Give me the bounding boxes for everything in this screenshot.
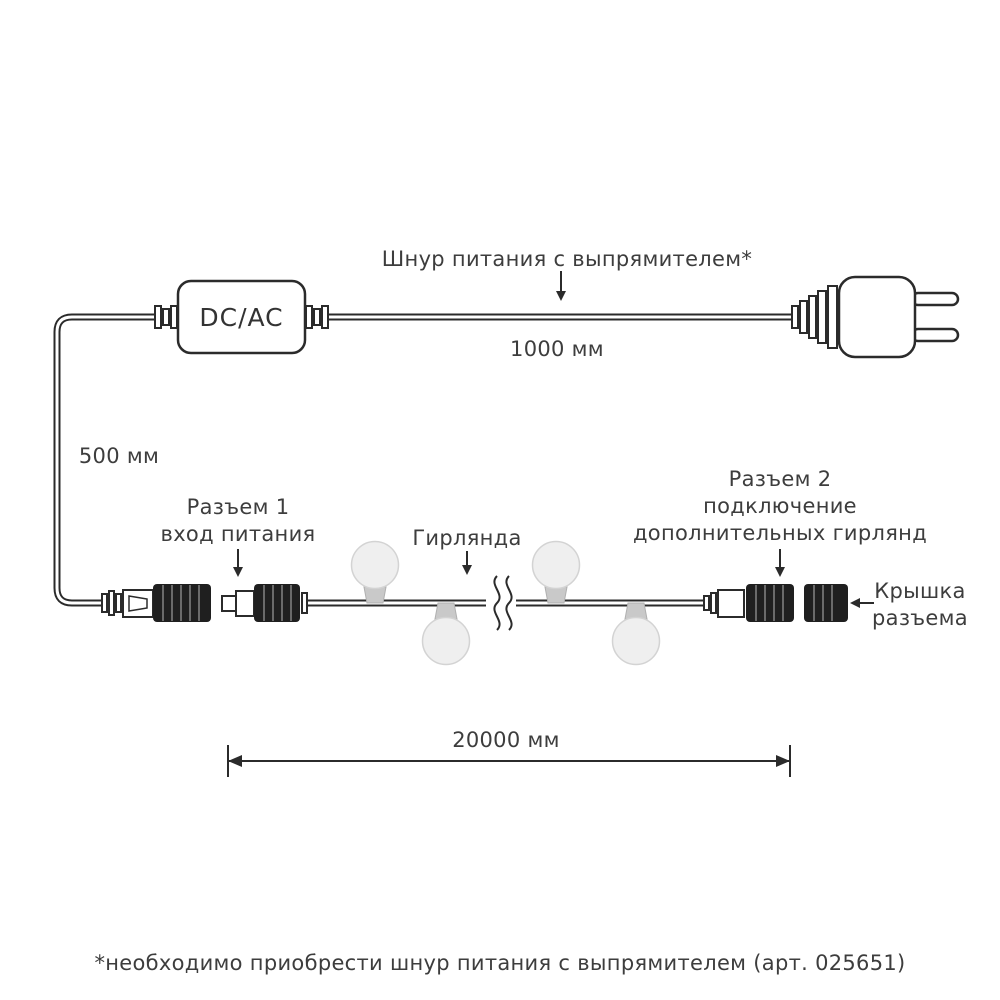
connector1-label-line2: вход питания xyxy=(160,522,316,546)
drop-cable xyxy=(53,313,157,607)
connector1-label: Разъем 1 вход питания xyxy=(118,494,358,548)
connector1-label-line1: Разъем 1 xyxy=(186,495,290,519)
power-input-connector xyxy=(101,584,211,622)
garland-input-plug xyxy=(221,584,308,622)
power-plug xyxy=(791,275,960,359)
connector-cap xyxy=(804,584,848,622)
connector2-label: Разъем 2 подключение дополнительных гирл… xyxy=(620,466,940,547)
garland-length-label: 20000 мм xyxy=(452,728,560,752)
bulb-down-2 xyxy=(611,602,661,666)
footnote: *необходимо приобрести шнур питания с вы… xyxy=(94,951,906,975)
garland-dimension-line xyxy=(227,745,791,777)
connector2-label-line2: подключение xyxy=(703,494,857,518)
connector2-label-line1: Разъем 2 xyxy=(728,467,832,491)
connector2-arrow xyxy=(775,549,785,577)
adapter-box xyxy=(154,279,329,355)
garland-label: Гирлянда xyxy=(412,526,522,550)
garland-arrow xyxy=(462,551,472,575)
bulb-up-1 xyxy=(350,540,400,604)
bulb-up-2 xyxy=(531,540,581,604)
wire-break-icon xyxy=(486,575,516,631)
power-cord-length-label: 1000 мм xyxy=(510,337,604,361)
connector2-assembly xyxy=(703,584,794,622)
cap-label-line1: Крышка xyxy=(874,579,966,603)
cap-arrow xyxy=(850,598,874,608)
power-cord-arrow xyxy=(556,271,566,301)
cap-label-line2: разъема xyxy=(872,606,968,630)
connector1-arrow xyxy=(233,549,243,577)
connector2-label-line3: дополнительных гирлянд xyxy=(632,521,928,545)
power-cord-label: Шнур питания с выпрямителем* xyxy=(381,247,753,271)
bulb-down-1 xyxy=(421,602,471,666)
adapter-dcac-label: DC/AC xyxy=(199,302,284,332)
cap-label: Крышка разъема xyxy=(855,578,985,632)
drop-cable-length-label: 500 мм xyxy=(78,444,160,468)
